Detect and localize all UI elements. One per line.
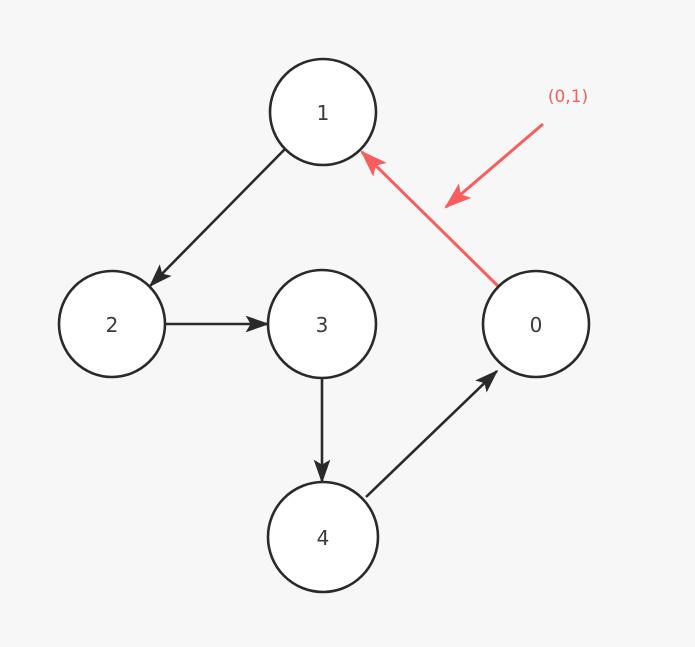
edge-0-to-1-highlighted[interactable] bbox=[360, 150, 501, 289]
edge-1-to-2[interactable] bbox=[148, 148, 286, 288]
edge-label-pointer-icon bbox=[444, 122, 544, 209]
node-0-label: 0 bbox=[530, 313, 543, 337]
edge-label-0-1: (0,1) bbox=[548, 87, 588, 107]
node-4-label: 4 bbox=[317, 526, 330, 550]
node-group: 1 2 3 0 4 bbox=[57, 57, 591, 594]
node-1[interactable]: 1 bbox=[268, 57, 378, 167]
node-4[interactable]: 4 bbox=[266, 480, 380, 594]
node-2-circle[interactable] bbox=[57, 269, 167, 379]
node-4-circle[interactable] bbox=[266, 480, 380, 594]
node-3-circle[interactable] bbox=[266, 268, 378, 380]
node-2[interactable]: 2 bbox=[57, 269, 167, 379]
edge-annotation-group: (0,1) bbox=[444, 87, 588, 209]
node-0[interactable]: 0 bbox=[481, 269, 591, 379]
node-1-circle[interactable] bbox=[268, 57, 378, 167]
edge-4-to-0[interactable] bbox=[365, 369, 499, 498]
node-3-label: 3 bbox=[316, 313, 329, 337]
node-0-circle[interactable] bbox=[481, 269, 591, 379]
edge-group bbox=[148, 148, 501, 498]
node-3[interactable]: 3 bbox=[266, 268, 378, 380]
node-1-label: 1 bbox=[317, 101, 330, 125]
node-2-label: 2 bbox=[106, 313, 119, 337]
